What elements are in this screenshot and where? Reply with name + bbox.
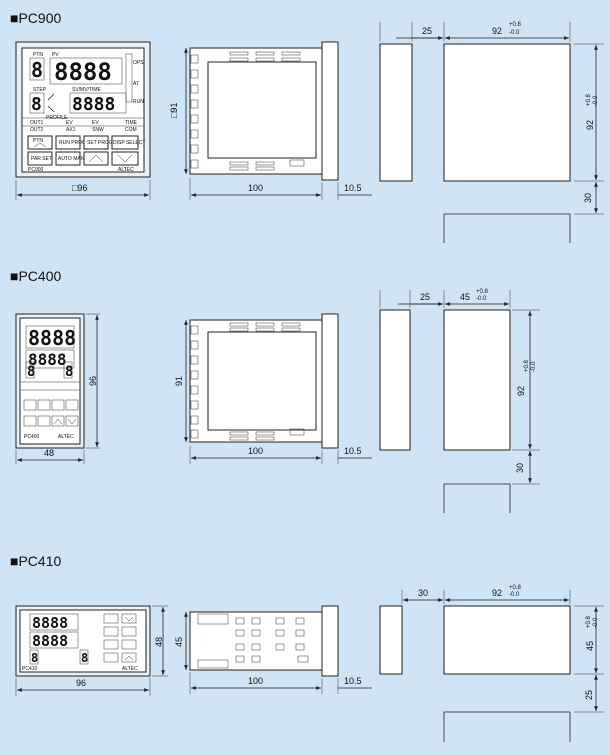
pc900-label-ptn: PTN — [33, 52, 43, 58]
pc410-bezel: 10.5 — [344, 676, 362, 686]
pc400-tol-minus-w: -0.0 — [476, 296, 487, 302]
pc900-label-step: STEP — [33, 87, 47, 93]
pc410-tol-plus-h: +0.8 — [586, 615, 592, 628]
pc900-cutout-width: 92 — [492, 26, 502, 36]
pc410-front-width: 96 — [76, 678, 86, 688]
pc410-cutout-width: 92 — [492, 588, 502, 598]
pc410-model-label: PC410 — [22, 666, 38, 672]
pc900-cutout-spacing: 30 — [583, 193, 593, 203]
pc900-key-run: RUN PROG — [59, 140, 86, 146]
pc400-front-height: 96 — [88, 376, 98, 386]
pc400-front-view: 8888 8888 8 8 PC400 ALTEC 48 96 — [15, 313, 100, 464]
section-title-pc900: ■PC900 — [10, 10, 62, 26]
pc400-digit-ptn: 8 — [27, 364, 35, 380]
pc900-led-ev1: EV — [66, 120, 73, 126]
pc900-tol-minus-h: -0.0 — [593, 95, 599, 106]
pc400-tol-minus-h: -0.0 — [531, 361, 537, 372]
pc400-brand-label: ALTEC — [58, 434, 74, 440]
pc900-led-ax1: AX1 — [66, 127, 76, 133]
pc900-front-view: PTN PV 8 8888 OPS AT RUN STEP 8 PROFILE … — [15, 41, 151, 200]
pc410-panel-cutout: 30 92 +0.8 -0.0 45 +0.8 -0.0 25 — [379, 585, 604, 742]
pc900-label-at: AT — [133, 81, 139, 87]
pc900-side-depth: 100 — [248, 183, 263, 193]
pc400-digit-step: 8 — [65, 364, 73, 380]
pc410-cutout-height: 45 — [585, 641, 595, 651]
pc900-keypad: PTN RUN PROG SET PROG DISP SELECT PAR SE… — [27, 135, 145, 166]
pc900-tol-minus-w: -0.0 — [509, 30, 520, 36]
pc900-panel-cutout: 25 92 +0.8 -0.0 92 +0.8 -0.0 30 — [379, 22, 604, 243]
pc410-cutout-gap: 30 — [418, 588, 428, 598]
pc900-tol-plus-h: +0.8 — [586, 93, 592, 106]
pc900-bezel: 10.5 — [344, 183, 362, 193]
pc410-digit-ptn: 8 — [31, 651, 38, 665]
pc400-front-width: 48 — [44, 448, 54, 458]
pc410-tol-plus-w: +0.8 — [509, 585, 522, 591]
up-arrow-icon — [53, 418, 63, 425]
pc900-led-ev2: EV — [92, 120, 99, 126]
pc400-side-depth: 100 — [248, 446, 263, 456]
down-arrow-icon — [124, 616, 134, 622]
pc900-cutout-gap: 25 — [422, 26, 432, 36]
pc410-pv-display: 8888 — [32, 614, 68, 632]
pc900-key-par: PAR SET — [31, 156, 52, 162]
pc400-tol-plus-h: +0.8 — [524, 359, 530, 372]
pc400-tol-plus-w: +0.8 — [476, 289, 489, 295]
pc400-model-label: PC400 — [24, 434, 40, 440]
pc400-side-height: 91 — [174, 376, 184, 386]
pc400-cutout-width: 45 — [460, 292, 470, 302]
pc410-digit-step: 8 — [81, 651, 88, 665]
up-arrow-icon — [88, 154, 104, 163]
pc900-digit-ptn: 8 — [31, 58, 43, 82]
down-arrow-icon — [67, 418, 77, 425]
section-title-pc410: ■PC410 — [10, 553, 62, 569]
pc900-key-disp: DISP SELECT — [113, 140, 145, 146]
pc410-cutout-spacing: 25 — [584, 690, 594, 700]
pc410-sv-display: 8888 — [32, 632, 68, 650]
pc900-led-time: TIME — [125, 120, 138, 126]
pc400-pv-display: 8888 — [28, 326, 76, 350]
pc400-cutout-gap: 25 — [420, 292, 430, 302]
pc400-panel-cutout: 25 45 +0.8 -0.0 92 +0.8 -0.0 30 — [379, 289, 540, 513]
pc400-cutout-height: 92 — [516, 386, 526, 396]
down-arrow-icon — [117, 154, 133, 163]
pc400-bezel: 10.5 — [344, 446, 362, 456]
pc900-key-ptn: PTN — [33, 138, 43, 144]
up-arrow-icon — [124, 655, 134, 661]
pc410-brand-label: ALTEC — [122, 666, 138, 672]
pc410-tol-minus-w: -0.0 — [509, 592, 520, 598]
pc900-key-set: SET PROG — [87, 140, 113, 146]
pc900-led-com: COM — [125, 127, 137, 133]
pc410-side-view: 45 100 10.5 — [174, 605, 372, 694]
pc900-side-view: □91 100 10.5 — [169, 41, 372, 200]
pc400-cutout-spacing: 30 — [515, 463, 525, 473]
pc900-led-snw: SNW — [92, 127, 104, 133]
pc900-label-svmvtime: SV/MV/TIME — [72, 87, 102, 93]
pc410-front-height: 48 — [154, 637, 164, 647]
pc900-front-width: □96 — [72, 183, 87, 193]
pc900-pv-display: 8888 — [54, 58, 112, 86]
pc410-side-height: 45 — [174, 637, 184, 647]
pc900-digit-step: 8 — [31, 94, 42, 115]
pc410-tol-minus-h: -0.0 — [593, 617, 599, 628]
pc900-label-ops: OPS — [133, 60, 144, 66]
pc900-label-run: RUN — [133, 99, 144, 105]
pc900-model-label: PC900 — [28, 167, 44, 173]
section-title-pc400: ■PC400 — [10, 268, 62, 284]
pc900-tol-plus-w: +0.8 — [509, 22, 522, 28]
pc900-brand-label: ALTEC — [118, 167, 134, 173]
pc900-led-out1: OUT1 — [30, 120, 44, 126]
pc900-cutout-height: 92 — [585, 120, 595, 130]
pc410-side-depth: 100 — [248, 676, 263, 686]
pc410-front-view: 8888 8888 8 8 PC410 ALTEC 96 48 — [15, 605, 168, 696]
pc400-side-view: 91 100 10.5 — [174, 313, 372, 464]
pc400-sv-display: 8888 — [28, 350, 67, 369]
pc900-led-out2: OUT2 — [30, 127, 44, 133]
pc900-label-pv: PV — [52, 52, 59, 58]
pc900-key-auto: AUTO MAN — [58, 156, 85, 162]
pc900-sv-display: 8888 — [72, 94, 115, 115]
pc900-side-height: □91 — [169, 103, 179, 118]
